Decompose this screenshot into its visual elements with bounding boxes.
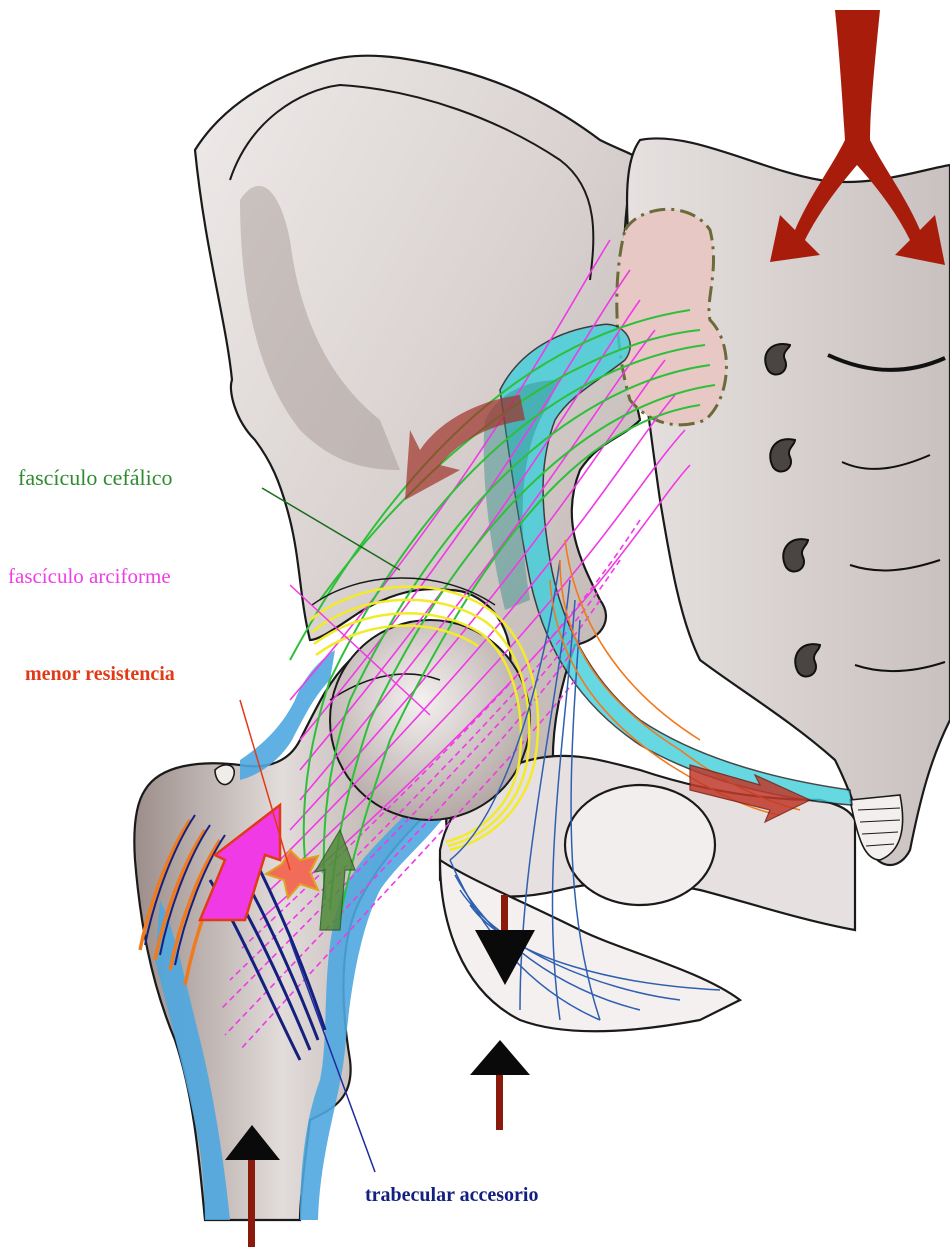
ischial-up-arrow [470, 1040, 530, 1130]
label-fasciculo-cefalico: fascículo cefálico [18, 465, 173, 490]
ischial-up-arrow-head [470, 1040, 530, 1075]
label-trabecular-accesorio: trabecular accesorio [365, 1184, 538, 1206]
lesser-trochanter-notch [215, 765, 234, 785]
label-menor-resistencia: menor resistencia [25, 663, 175, 685]
obturator-foramen [565, 785, 715, 905]
label-fasciculo-arciforme: fascículo arciforme [8, 564, 171, 588]
femoral-up-arrow-stem [248, 1160, 255, 1247]
ischial-up-arrow-stem [496, 1075, 503, 1130]
